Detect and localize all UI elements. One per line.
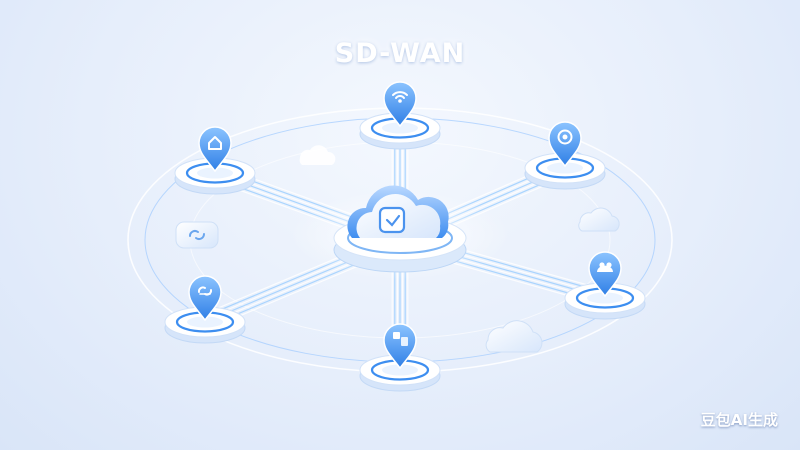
target-icon: [557, 129, 573, 145]
link-icon: [197, 286, 213, 296]
cloud-icon: [578, 207, 620, 232]
node-right[interactable]: [564, 251, 646, 320]
node-top-right[interactable]: [524, 121, 606, 190]
layers-icon: [393, 332, 408, 346]
wifi-icon: [392, 91, 408, 103]
node-top-left[interactable]: [174, 126, 256, 195]
node-bottom[interactable]: [359, 323, 441, 392]
node-top[interactable]: [359, 81, 441, 150]
sdwan-hub[interactable]: [333, 185, 467, 273]
cloud-icon: [299, 145, 336, 165]
cloud-icon: [485, 320, 543, 353]
network-nodes: [164, 81, 646, 392]
home-icon: [208, 136, 222, 150]
tag-icon: [378, 206, 406, 234]
people-cloud-icon: [597, 262, 613, 272]
ai-generated-watermark: 豆包AI生成: [700, 411, 778, 429]
link-tile-icon: [175, 221, 219, 249]
diagram-title: SD-WAN: [334, 38, 466, 69]
node-left[interactable]: [164, 275, 246, 344]
